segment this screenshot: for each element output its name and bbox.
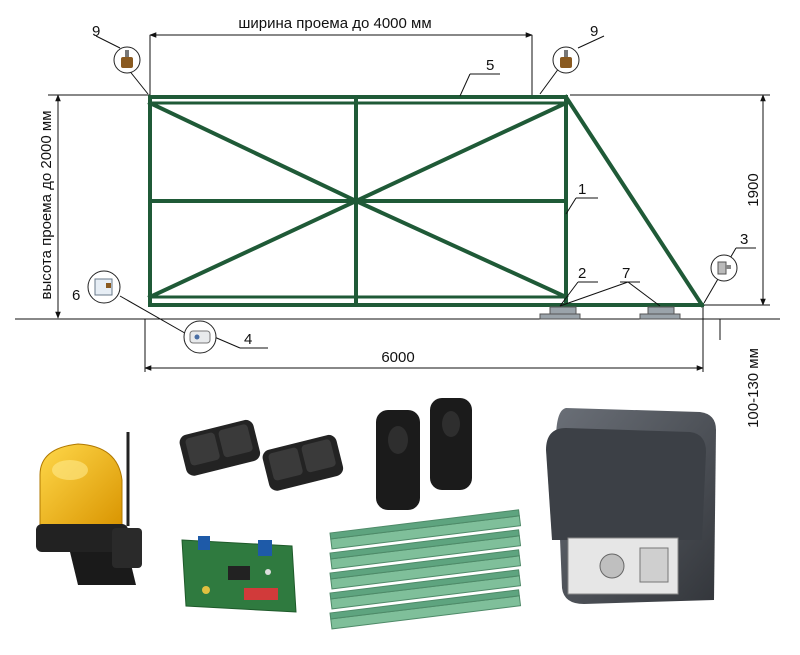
callout-4: 4 <box>244 331 252 348</box>
limit-switch-icon <box>710 254 738 282</box>
callout-9-right: 9 <box>590 23 598 40</box>
clearance-label: 100-130 мм <box>745 348 762 428</box>
callout-9-left: 9 <box>92 23 100 40</box>
signal-lamp-icon <box>36 432 142 585</box>
opening-width-label: ширина проема до 4000 мм <box>238 15 431 32</box>
photocell-small-icon <box>183 320 217 354</box>
callout-3: 3 <box>740 231 748 248</box>
lamp-top-right-icon <box>552 46 580 74</box>
photocell-icon <box>376 398 472 510</box>
callout-5: 5 <box>486 57 494 74</box>
opening-height-label: высота проема до 2000 мм <box>38 110 55 299</box>
total-length-label: 6000 <box>381 349 414 366</box>
gear-rack-icon <box>329 509 522 630</box>
lamp-top-left-icon <box>113 46 141 74</box>
control-board-icon <box>181 536 297 613</box>
gate-frame <box>147 94 705 308</box>
leader-lines <box>95 35 756 349</box>
remote-control-icon <box>179 419 344 491</box>
gate-motor-icon <box>546 408 716 604</box>
callout-7: 7 <box>622 265 630 282</box>
callout-2: 2 <box>578 265 586 282</box>
dimension-lines <box>15 32 780 372</box>
carriage-rollers <box>539 306 681 320</box>
callout-1: 1 <box>578 181 586 198</box>
callout-6: 6 <box>72 287 80 304</box>
key-switch-icon <box>87 270 121 304</box>
gate-height-label: 1900 <box>745 173 762 206</box>
